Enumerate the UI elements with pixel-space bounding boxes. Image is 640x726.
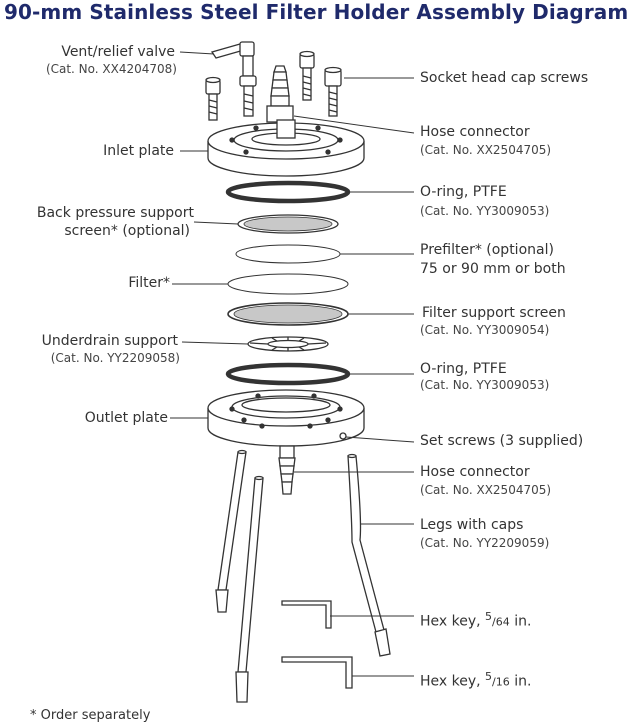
leader-back-pressure [193, 221, 239, 225]
hex-key-small [281, 600, 332, 629]
footnote: * Order separately [30, 708, 151, 723]
label-hex-key-small: Hex key, 5/64 in. [420, 610, 532, 630]
label-set-screws: Set screws (3 supplied) [420, 433, 584, 449]
label-oring-top: O-ring, PTFE [420, 184, 507, 200]
leg-left [215, 449, 247, 613]
filter-support-screen [227, 302, 349, 326]
label-oring-bottom: O-ring, PTFE [420, 361, 507, 377]
label-hose-connector-top: Hose connector [420, 124, 530, 140]
label-filter-support: Filter support screen [422, 305, 566, 321]
label-back-pressure-line1: Back pressure support [36, 205, 194, 221]
label-vent-valve: Vent/relief valve [61, 44, 175, 60]
filter-disc [227, 273, 349, 295]
cat-vent-valve: (Cat. No. XX4204708) [45, 62, 177, 76]
label-outlet-plate: Outlet plate [84, 410, 168, 426]
cat-oring-top: (Cat. No. YY3009053) [420, 204, 550, 218]
oring-bottom [225, 362, 351, 386]
inlet-plate [207, 119, 365, 177]
cap-screw-left [205, 76, 221, 121]
hose-connector-top [266, 65, 294, 123]
hose-connector-bottom [278, 445, 296, 495]
label-back-pressure-line2: screen* (optional) [64, 223, 190, 239]
set-screw [339, 432, 347, 440]
page-title: 90-mm Stainless Steel Filter Holder Asse… [4, 0, 629, 24]
leader-underdrain [181, 341, 249, 345]
leader-vent-valve [179, 51, 215, 55]
label-hose-connector-bottom: Hose connector [420, 464, 530, 480]
leader-set-screws [345, 436, 415, 443]
label-prefilter-line2: 75 or 90 mm or both [420, 261, 566, 277]
leg-right [347, 453, 391, 657]
label-hex-key-large: Hex key, 5/16 in. [420, 670, 532, 690]
label-filter: Filter* [128, 275, 170, 291]
label-prefilter-line1: Prefilter* (optional) [420, 242, 554, 258]
oring-top [225, 180, 351, 204]
back-pressure-screen [237, 214, 339, 234]
label-legs: Legs with caps [420, 517, 524, 533]
cat-oring-bottom: (Cat. No. YY3009053) [420, 378, 550, 392]
underdrain-support [247, 336, 329, 352]
cat-hose-connector-bottom: (Cat. No. XX2504705) [420, 483, 552, 497]
leader-hose-top [293, 115, 415, 134]
cat-legs: (Cat. No. YY2209059) [420, 536, 550, 550]
label-underdrain: Underdrain support [41, 333, 178, 349]
cap-screw-right [324, 66, 342, 117]
vent-valve [210, 41, 257, 117]
prefilter-disc [235, 244, 341, 264]
hex-key-large [281, 656, 353, 689]
cat-hose-connector-top: (Cat. No. XX2504705) [420, 143, 552, 157]
label-inlet-plate: Inlet plate [103, 143, 174, 159]
cat-underdrain: (Cat. No. YY2209058) [50, 351, 180, 365]
outlet-plate [207, 389, 365, 447]
cat-filter-support: (Cat. No. YY3009054) [420, 323, 550, 337]
label-socket-screws: Socket head cap screws [420, 70, 589, 86]
leg-middle [235, 475, 264, 703]
cap-screw-mid [299, 50, 315, 101]
